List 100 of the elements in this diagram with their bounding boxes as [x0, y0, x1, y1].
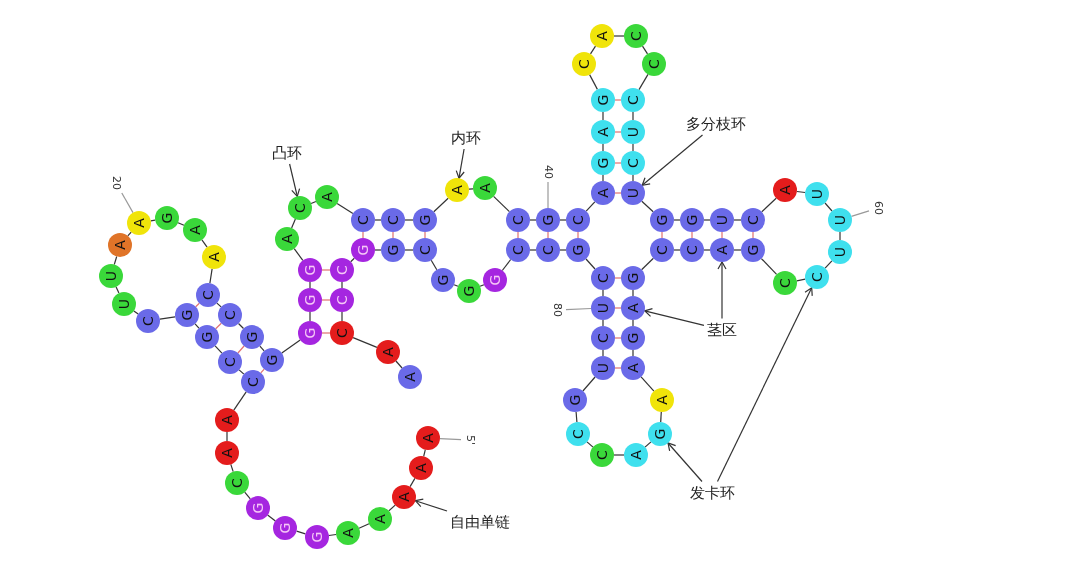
nucleotide-circle: C [624, 24, 648, 48]
nucleotide-circle: C [218, 303, 242, 327]
nucleotide-circle: U [591, 356, 615, 380]
backbone-bond [233, 391, 247, 411]
nucleotide-circle: C [196, 283, 220, 307]
base-pair-bond [321, 299, 331, 301]
backbone-bond [602, 319, 604, 327]
backbone-bond [388, 504, 396, 512]
backbone-bond [395, 360, 403, 369]
backbone-bond [839, 231, 841, 241]
nucleotide-circle: G [246, 496, 270, 520]
nucleotide-circle: A [621, 296, 645, 320]
backbone-bond [585, 201, 596, 212]
nucleotide-circle: C [218, 350, 242, 374]
backbone-bond [468, 188, 474, 190]
nucleotide-circle: G [260, 348, 284, 372]
backbone-bond [374, 219, 382, 221]
backbone-bond [493, 195, 510, 213]
nucleotide-circle: G [650, 208, 674, 232]
nucleotide-circle: A [315, 185, 339, 209]
nucleotide-circle: C [506, 238, 530, 262]
backbone-bond [230, 463, 234, 473]
nucleotide-circle: A [376, 340, 400, 364]
backbone-bond [703, 219, 711, 221]
backbone-bond [602, 289, 604, 297]
nucleotide-circle: A [368, 507, 392, 531]
backbone-bond [586, 441, 594, 448]
base-pair-bond [661, 231, 663, 239]
backbone-bond [632, 143, 634, 152]
nucleotide-circle: G [563, 388, 587, 412]
base-pair-bond [614, 337, 622, 339]
base-pair-bond [362, 231, 364, 239]
backbone-bond [115, 286, 120, 294]
backbone-bond [341, 281, 343, 289]
position-number: 40 [541, 165, 555, 180]
leader-arrow [641, 134, 704, 186]
nucleotide-circle: C [805, 265, 829, 289]
backbone-bond [644, 441, 652, 448]
nucleotide-circle: C [590, 443, 614, 467]
backbone-bond [632, 174, 634, 182]
nucleotide-circle: C [136, 309, 160, 333]
nucleotide-circle: U [621, 181, 645, 205]
backbone-bond [613, 35, 625, 37]
backbone-bond [216, 302, 222, 308]
nucleotide-circle: G [381, 238, 405, 262]
nucleotide-circle: U [591, 296, 615, 320]
nucleotide-circle: G [591, 151, 615, 175]
nucleotide-circle: A [108, 233, 132, 257]
base-pair-bond [260, 368, 265, 374]
nucleotide-circle: G [298, 321, 322, 345]
nucleotide-circle: G [155, 206, 179, 230]
backbone-bond [602, 111, 604, 121]
nucleotide-circle: C [330, 258, 354, 282]
leader-arrow [717, 261, 727, 320]
backbone-bond [632, 349, 634, 357]
position-number: 5' [463, 435, 477, 446]
backbone-bond [127, 231, 132, 237]
nucleotide-circle: C [413, 238, 437, 262]
base-pair-bond [577, 231, 579, 239]
base-pair-bond [321, 332, 331, 334]
leader-arrow [644, 308, 705, 326]
leader-line [565, 307, 592, 311]
backbone-bond [352, 337, 378, 348]
nucleotide-circle: A [127, 211, 151, 235]
nucleotide-circle: C [566, 208, 590, 232]
nucleotide-circle: G [621, 266, 645, 290]
nucleotide-circle: G [566, 238, 590, 262]
backbone-bond [733, 249, 742, 251]
base-pair-bond [752, 231, 754, 239]
base-pair-bond [614, 277, 622, 279]
nucleotide-circle: A [473, 176, 497, 200]
nucleotide-circle: A [215, 441, 239, 465]
backbone-bond [529, 219, 537, 221]
nucleotide-circle: C [381, 208, 405, 232]
backbone-bond [453, 284, 459, 287]
nucleotide-circle: A [275, 227, 299, 251]
backbone-bond [194, 323, 200, 329]
region-label: 自由单链 [450, 513, 510, 530]
backbone-bond [673, 219, 681, 221]
backbone-bond [267, 514, 276, 522]
leader-line [439, 438, 462, 441]
nucleotide-circle: U [621, 120, 645, 144]
nucleotide-circle: A [710, 238, 734, 262]
position-number: 80 [550, 303, 564, 318]
backbone-bond [703, 249, 711, 251]
region-label: 内环 [451, 129, 481, 146]
backbone-bond [209, 268, 213, 284]
backbone-bond [760, 258, 778, 275]
nucleotide-circle: C [330, 321, 354, 345]
nucleotide-circle: C [566, 422, 590, 446]
nucleotide-circle: A [590, 24, 614, 48]
leader-arrow [716, 287, 813, 483]
nucleotide-circle: C [642, 52, 666, 76]
backbone-bond [632, 111, 634, 121]
backbone-bond [113, 255, 118, 266]
backbone-bond [673, 249, 681, 251]
nucleotide-circle: C [773, 271, 797, 295]
backbone-bond [309, 311, 311, 322]
nucleotide-circle: C [225, 471, 249, 495]
backbone-bond [328, 533, 337, 537]
